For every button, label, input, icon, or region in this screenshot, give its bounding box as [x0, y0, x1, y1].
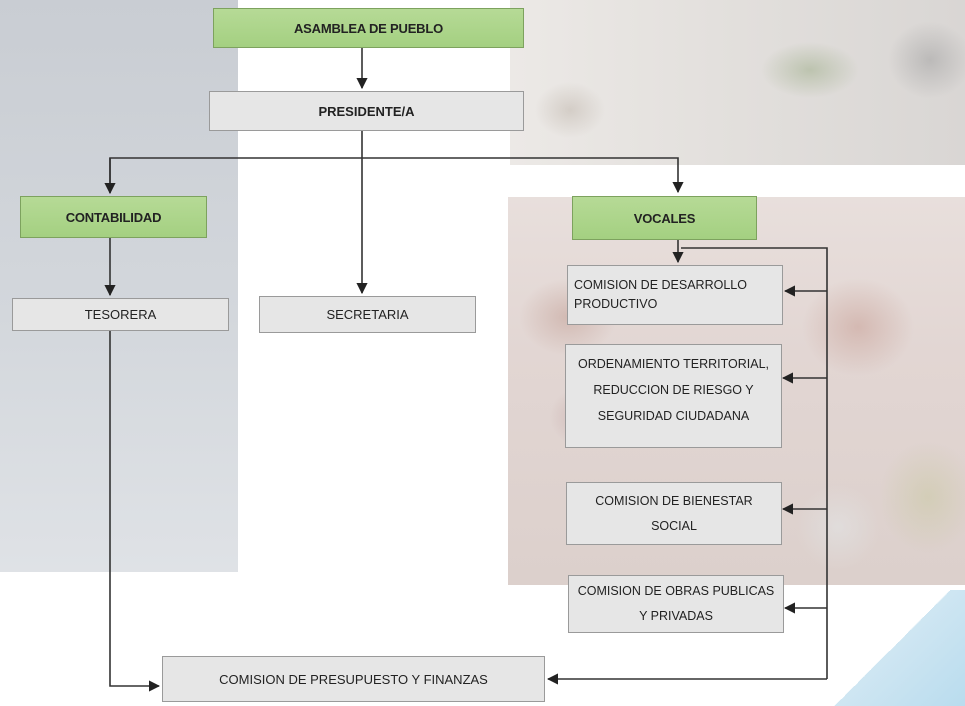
comision-bienestar-box: COMISION DE BIENESTAR SOCIAL: [566, 482, 782, 545]
vocales-box: VOCALES: [572, 196, 757, 240]
connector-tesorera-presupuesto: [109, 331, 161, 692]
ordenamiento-box: ORDENAMIENTO TERRITORIAL, REDUCCION DE R…: [565, 344, 782, 448]
tesorera-box: TESORERA: [12, 298, 229, 331]
presidente-box: PRESIDENTE/A: [209, 91, 524, 131]
comision-desarrollo-box: COMISION DE DESARROLLO PRODUCTIVO: [567, 265, 783, 325]
background-gray-panel: [0, 0, 238, 572]
comision-obras-box: COMISION DE OBRAS PUBLICAS Y PRIVADAS: [568, 575, 784, 633]
connector-right-loop: [681, 247, 828, 679]
asamblea-box: ASAMBLEA DE PUEBLO: [213, 8, 524, 48]
secretaria-box: SECRETARIA: [259, 296, 476, 333]
background-blue-triangle: [820, 590, 965, 706]
background-photo-top: [510, 0, 965, 165]
connector-bus: [109, 157, 684, 194]
contabilidad-box: CONTABILIDAD: [20, 196, 207, 238]
comision-presupuesto-box: COMISION DE PRESUPUESTO Y FINANZAS: [162, 656, 545, 702]
